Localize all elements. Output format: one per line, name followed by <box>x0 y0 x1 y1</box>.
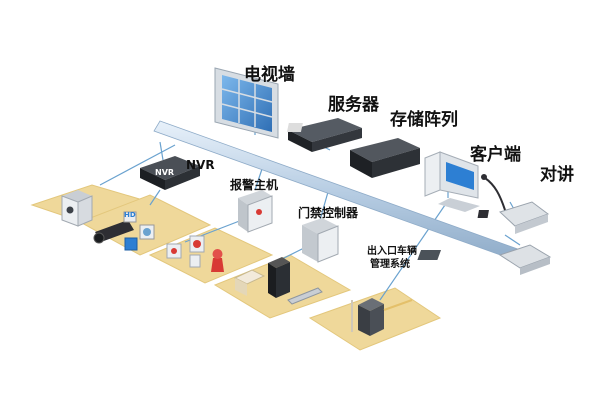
access-devices <box>233 257 323 305</box>
nvr-device <box>140 156 200 190</box>
intercom-terminal-device <box>417 244 552 275</box>
bullet-camera-device <box>93 211 137 244</box>
nvr-device-text: NVR <box>155 168 175 177</box>
server-label: 服务器 <box>328 95 379 115</box>
access-controller-device <box>302 218 339 263</box>
access-controller-label: 门禁控制器 <box>298 206 359 220</box>
intercom-label: 对讲 <box>540 165 574 185</box>
server-device <box>286 118 362 152</box>
video-wall-device <box>214 67 279 139</box>
video-wall-label: 电视墙 <box>244 65 295 85</box>
nvr-label: NVR <box>186 158 215 172</box>
alarm-host-device <box>238 190 273 233</box>
alarm-sensor-devices <box>166 235 224 272</box>
parking-barrier-device <box>351 298 413 336</box>
parking-system-label-line2: 管理系统 <box>370 259 410 270</box>
storage-array-device <box>350 138 420 178</box>
storage-array-label: 存储阵列 <box>390 110 458 130</box>
dome-camera-device <box>124 224 155 251</box>
client-label: 客户端 <box>470 145 521 165</box>
intercom-station-device <box>477 174 550 234</box>
indoor-camera-device <box>61 190 93 227</box>
parking-system-label-line1: 出入口车辆 <box>367 246 417 257</box>
hd-badge: HD <box>124 211 136 219</box>
client-pc-device <box>424 151 480 212</box>
alarm-host-label: 报警主机 <box>230 178 279 192</box>
